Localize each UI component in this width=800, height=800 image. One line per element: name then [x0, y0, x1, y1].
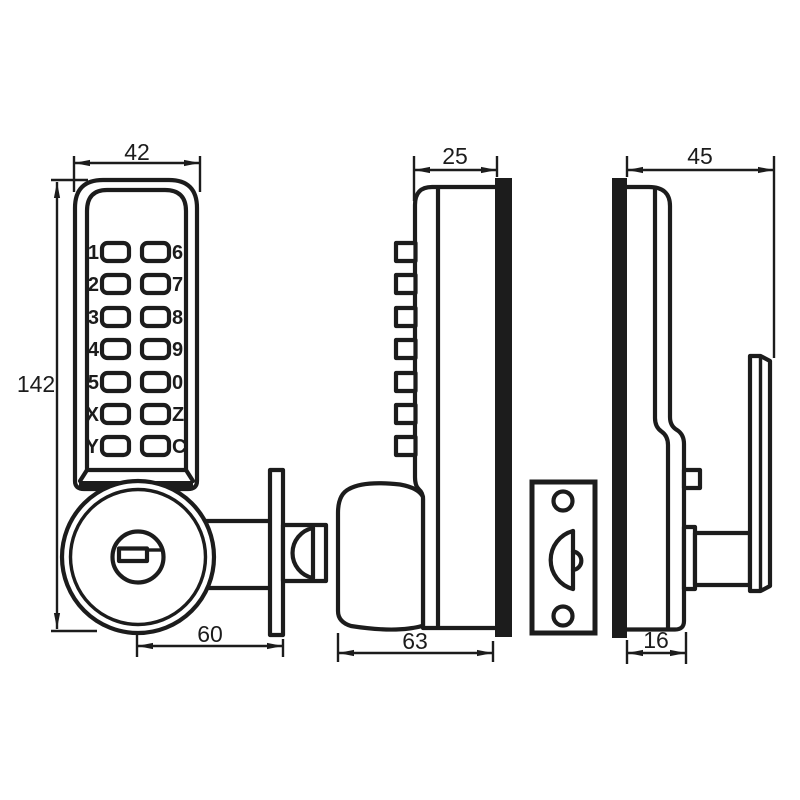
spindle-shaft — [692, 530, 753, 588]
body-face-line-back — [652, 185, 671, 631]
keypad-button-side — [393, 240, 418, 264]
keypad-button — [99, 272, 132, 296]
dim-label-front-backset: 60 — [197, 621, 223, 647]
key-label: 3 — [88, 307, 99, 329]
housing-base-bevel — [77, 467, 90, 484]
keypad-button — [139, 240, 172, 264]
keypad-button — [139, 434, 172, 458]
key-label: 0 — [172, 372, 183, 394]
key-label: 9 — [172, 339, 183, 361]
latch-bolt-cutout-arc — [548, 528, 576, 592]
keypad-button-side — [393, 337, 418, 361]
dim-front-width: 42 — [72, 139, 202, 192]
key-label: C — [172, 436, 186, 458]
keypad-button — [139, 402, 172, 426]
key-label: 8 — [172, 307, 183, 329]
keypad-button — [139, 370, 172, 394]
dim-label-front-width: 42 — [124, 139, 150, 165]
lock-body-side — [412, 184, 495, 631]
keypad-buttons-side — [393, 240, 418, 458]
key-label: 7 — [172, 274, 183, 296]
dim-back-total: 45 — [625, 143, 776, 358]
keypad-button — [99, 240, 132, 264]
keyhole-slot — [116, 546, 150, 564]
latch-bolt-bevel-arc — [290, 525, 316, 581]
knob-front — [59, 478, 217, 636]
dim-front-height: 1 4 2 — [17, 178, 97, 633]
keypad-button — [99, 337, 132, 361]
strike-plate-body — [529, 479, 598, 636]
key-label: 1 — [88, 242, 99, 264]
door-section-back — [612, 178, 627, 638]
key-label: Y — [86, 436, 100, 458]
holdback-button — [681, 467, 703, 491]
latch-bolt-front — [280, 522, 329, 584]
key-label: 5 — [88, 372, 99, 394]
knob-side — [335, 481, 426, 632]
latch-bolt-cutout-notch — [570, 549, 584, 573]
screw-hole-top — [551, 489, 575, 513]
key-label: 6 — [172, 242, 183, 264]
front-view: 1 6 2 7 3 8 4 9 5 0 X Z Y C — [17, 139, 329, 657]
key-label: 4 — [88, 339, 100, 361]
keypad-button-side — [393, 370, 418, 394]
housing-base-bevel — [183, 467, 196, 484]
dim-side-top: 25 — [412, 143, 499, 201]
keypad-button — [139, 337, 172, 361]
keypad-button-side — [393, 434, 418, 458]
dim-front-backset: 60 — [135, 621, 285, 657]
latch-assembly-front — [197, 467, 329, 638]
keypad-button-side — [393, 272, 418, 296]
keypad-housing-outer — [72, 177, 200, 492]
keypad-button-side — [393, 305, 418, 329]
keypad-button — [139, 305, 172, 329]
dim-label-side-total: 63 — [402, 628, 428, 654]
side-view: 25 63 — [335, 143, 512, 662]
keypad-button — [99, 402, 132, 426]
keypad-button-side — [393, 402, 418, 426]
key-label: 2 — [88, 274, 99, 296]
knob-ring — [68, 487, 208, 627]
key-label: Z — [172, 404, 184, 426]
door-section-side — [495, 178, 512, 637]
keypad-button — [99, 305, 132, 329]
back-view: 45 16 — [612, 143, 776, 664]
keypad: 1 6 2 7 3 8 4 9 5 0 X Z Y C — [86, 240, 186, 458]
dim-label-front-height: 142 — [17, 371, 55, 397]
dim-back-bottom: 16 — [625, 627, 688, 664]
screw-hole-bottom — [551, 604, 575, 628]
keypad-button — [99, 434, 132, 458]
dim-side-total: 63 — [336, 628, 495, 662]
keypad-button — [99, 370, 132, 394]
strike-plate — [529, 479, 598, 636]
keypad-housing-inner — [84, 187, 189, 473]
keypad-button — [139, 272, 172, 296]
dim-label-back-total: 45 — [687, 143, 713, 169]
key-label: X — [86, 404, 100, 426]
dim-label-side-top: 25 — [442, 143, 468, 169]
dim-label-back-bottom: 16 — [643, 627, 669, 653]
